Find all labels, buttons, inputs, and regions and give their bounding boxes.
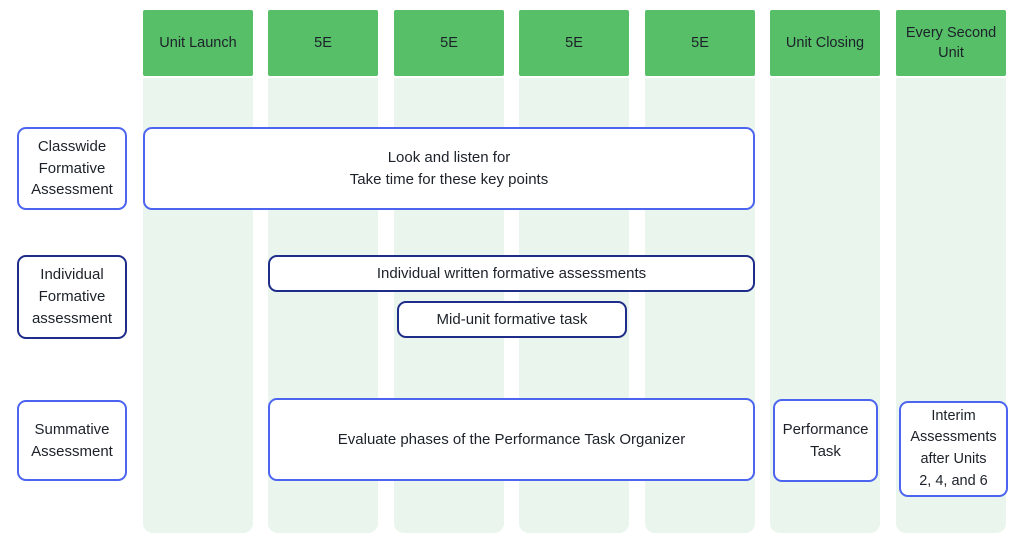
box-mid-unit-formative-task: Mid-unit formative task [397,301,627,338]
box-performance-task: Performance Task [773,399,878,482]
box-interim-assessments: Interim Assessments after Units 2, 4, an… [899,401,1008,497]
column-header-5e-3: 5E [519,10,629,76]
column-header-unit-launch: Unit Launch [143,10,253,76]
box-individual-written-formative-assessments: Individual written formative assessments [268,255,755,292]
row-label-individual-formative-assessment: Individual Formative assessment [17,255,127,339]
column-header-5e-4: 5E [645,10,755,76]
row-label-summative-assessment: Summative Assessment [17,400,127,481]
column-header-5e-1: 5E [268,10,378,76]
column-header-5e-2: 5E [394,10,504,76]
box-evaluate-performance-task-organizer: Evaluate phases of the Performance Task … [268,398,755,481]
row-label-classwide-formative-assessment: Classwide Formative Assessment [17,127,127,210]
column-header-unit-closing: Unit Closing [770,10,880,76]
column-header-every-second-unit: Every Second Unit [896,10,1006,76]
box-look-and-listen: Look and listen for Take time for these … [143,127,755,210]
